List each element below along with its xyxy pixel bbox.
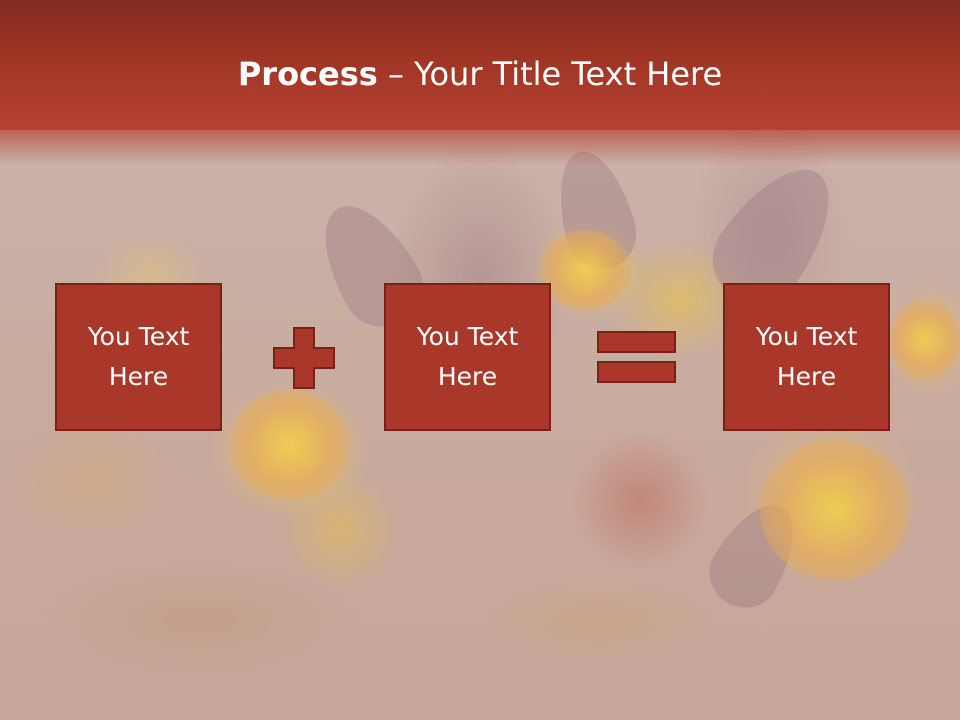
slide-title[interactable]: Process – Your Title Text Here [0,52,960,96]
plus-icon [273,327,335,389]
background-blossom [540,230,630,310]
background-blossom [760,440,910,580]
process-box-1-text: You Text Here [87,322,190,391]
background-blossom [890,300,960,380]
process-box-2[interactable]: You Text Here [384,283,551,431]
title-text: – Your Title Text Here [377,55,723,93]
process-box-3-text: You Text Here [755,322,858,391]
process-box-2-text: You Text Here [416,322,519,391]
title-bar [0,0,960,130]
title-bold: Process [237,55,378,93]
process-box-1[interactable]: You Text Here [55,283,222,431]
process-box-3[interactable]: You Text Here [723,283,890,431]
background-blossom [230,390,350,500]
equals-icon [597,331,676,383]
